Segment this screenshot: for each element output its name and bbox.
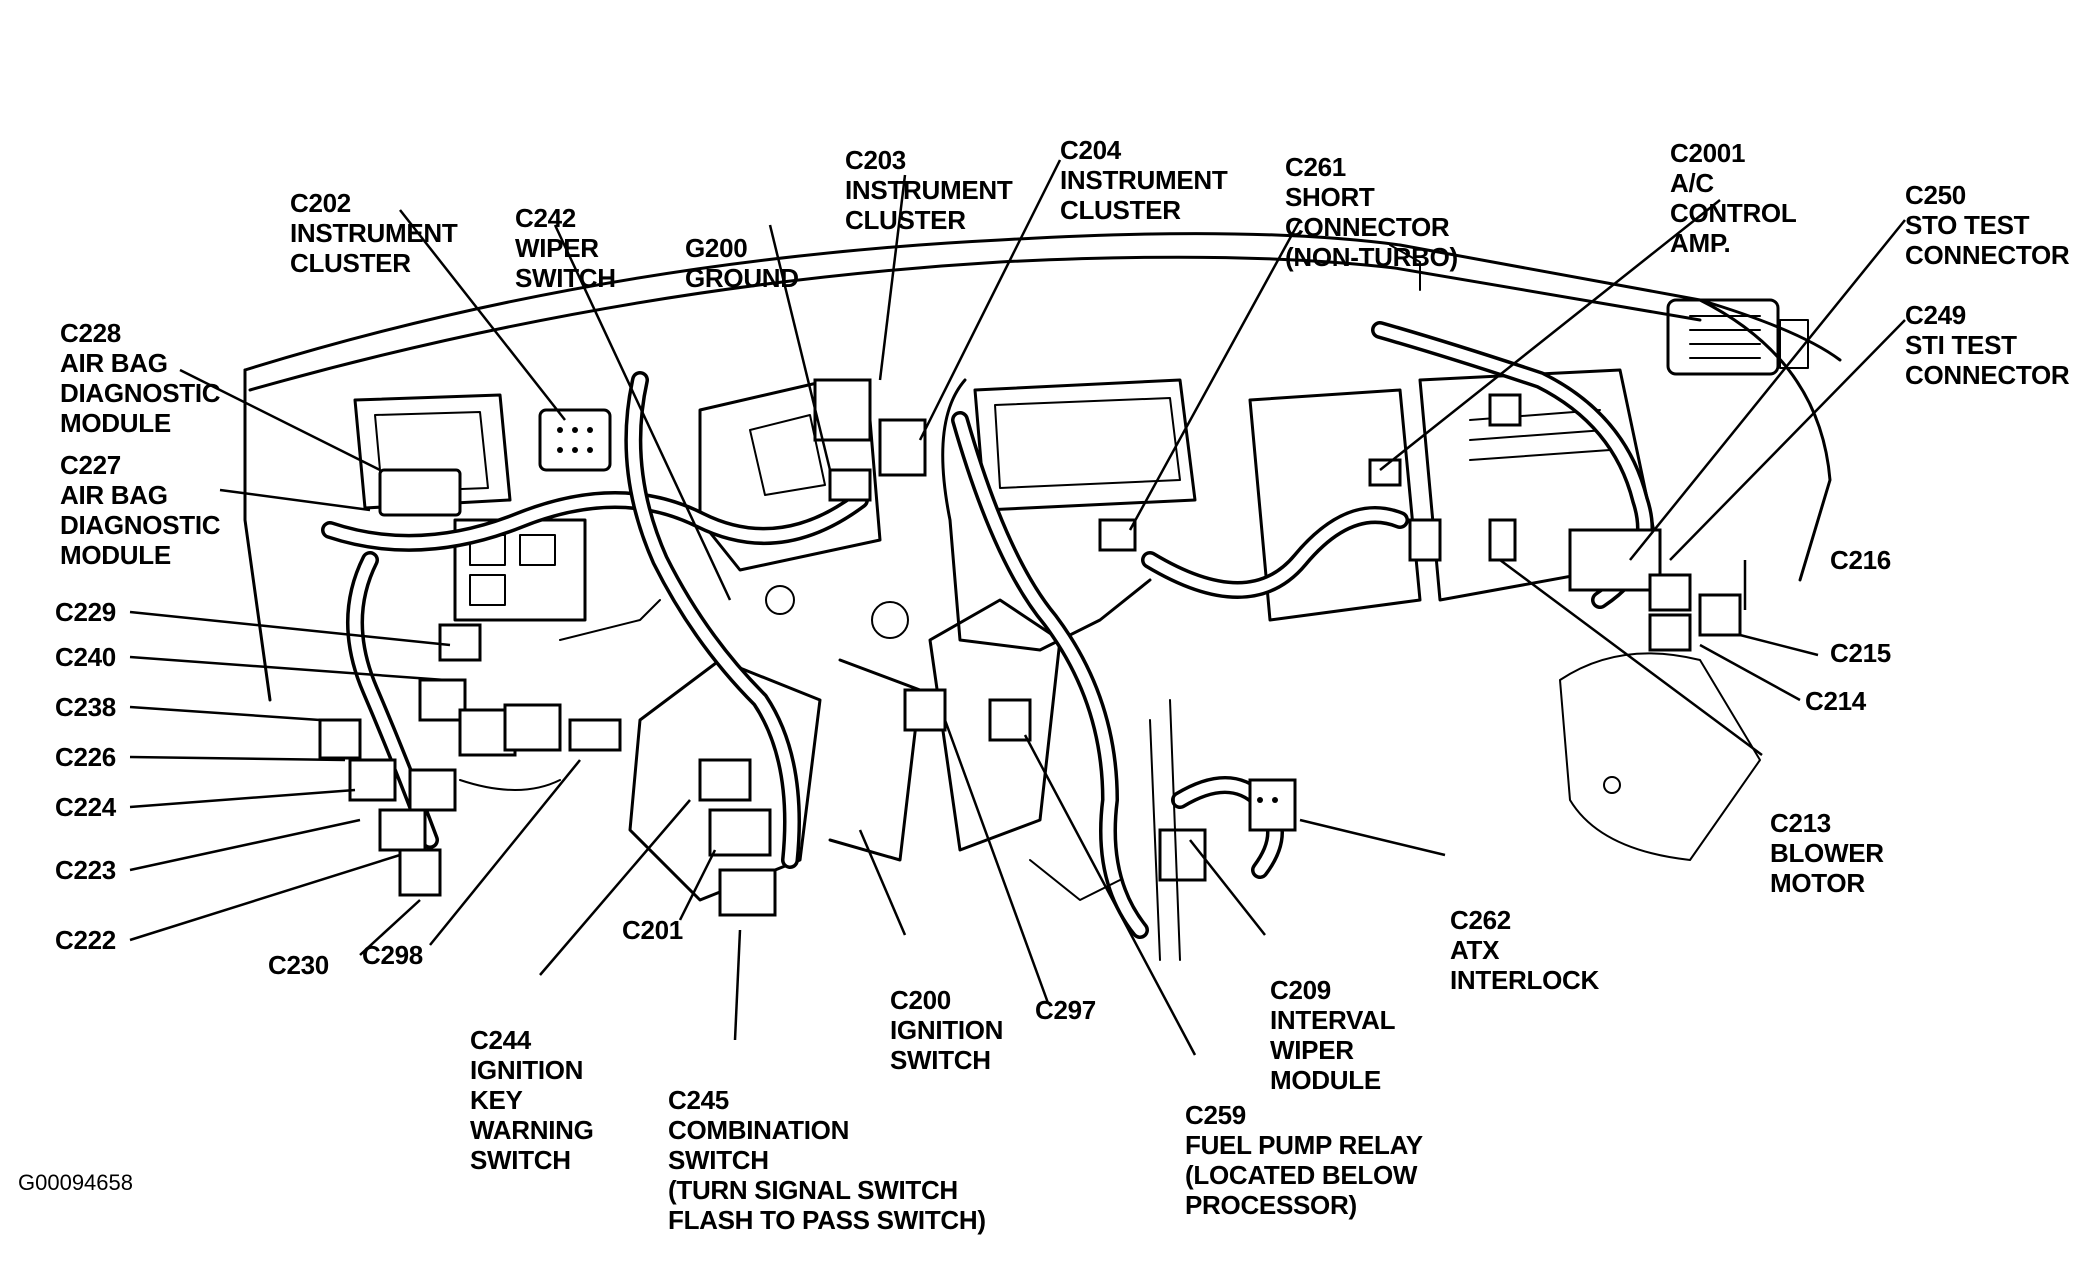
- label-c224: C224: [55, 792, 116, 822]
- figure-id: G00094658: [18, 1170, 133, 1195]
- label-c226: C226: [55, 742, 116, 772]
- leader-lines: [129, 159, 1906, 1056]
- label-c223: C223: [55, 855, 116, 885]
- label-c214: C214: [1805, 686, 1866, 716]
- label-c215: C215: [1830, 638, 1891, 668]
- label-c230: C230: [268, 950, 329, 980]
- label-c201: C201: [622, 915, 683, 945]
- label-c222: C222: [55, 925, 116, 955]
- label-c229: C229: [55, 597, 116, 627]
- label-c240: C240: [55, 642, 116, 672]
- label-c238: C238: [55, 692, 116, 722]
- label-c216: C216: [1830, 545, 1891, 575]
- label-c297: C297: [1035, 995, 1096, 1025]
- label-c298: C298: [362, 940, 423, 970]
